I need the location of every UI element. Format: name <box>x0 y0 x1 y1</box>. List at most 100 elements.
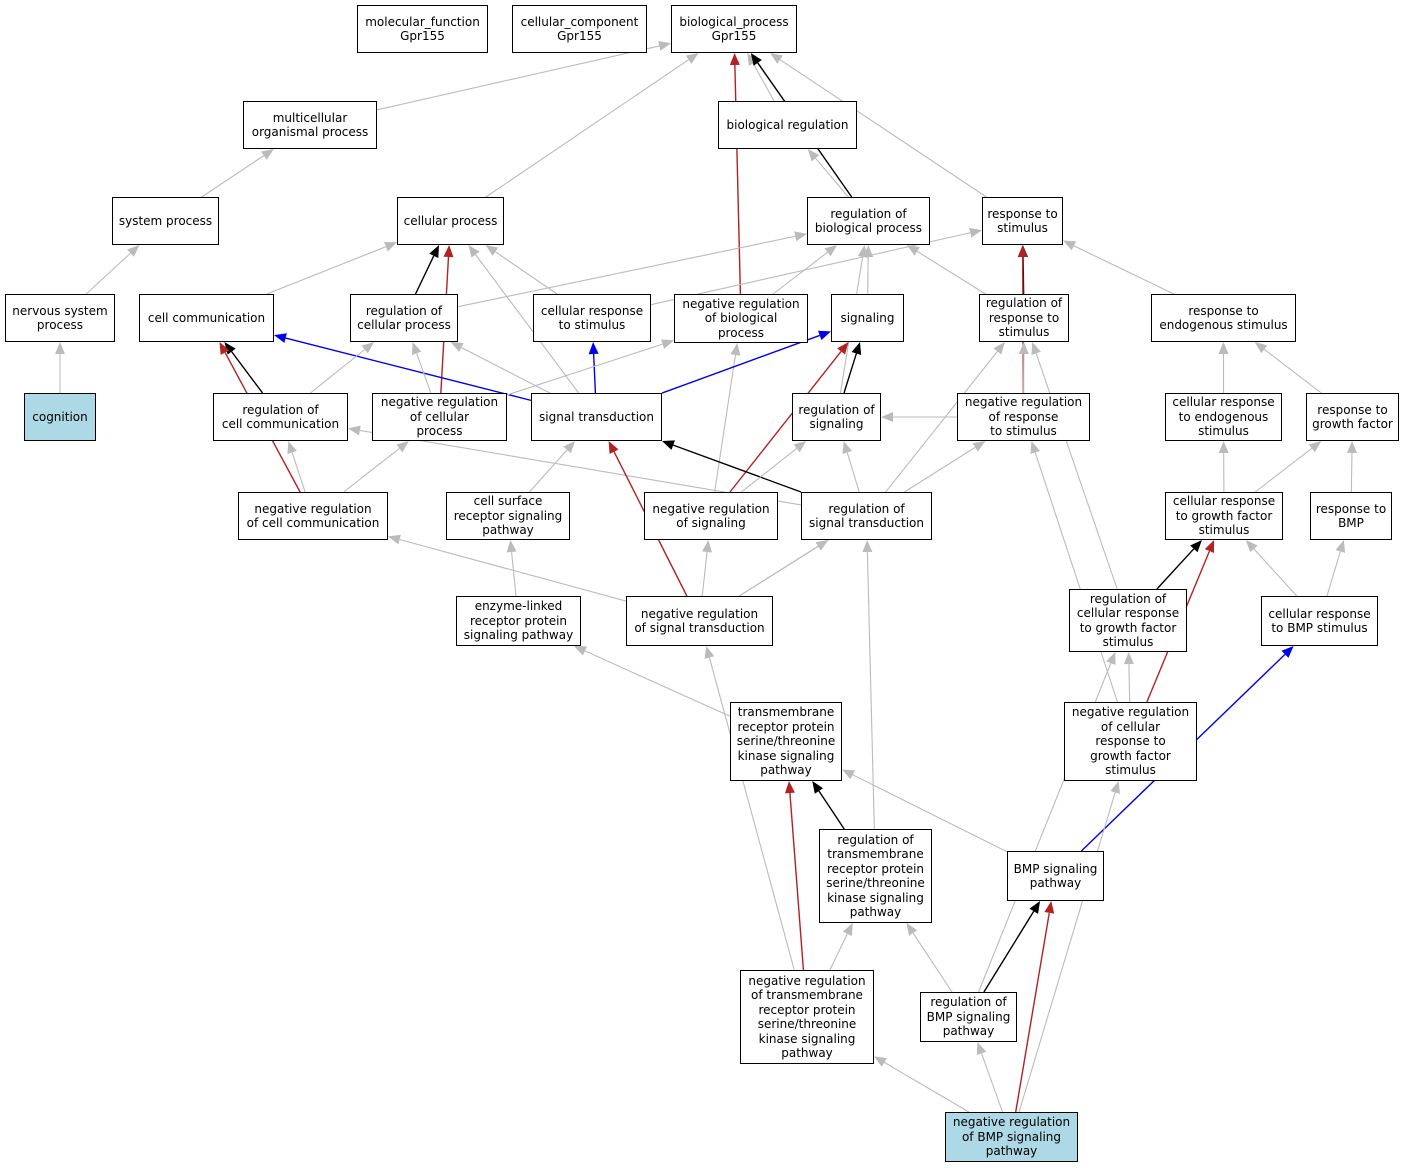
edge-line <box>661 334 820 394</box>
edge-line <box>1254 447 1313 493</box>
node-regulation-of-cellular-response-to-growth-factor-stimulus[interactable]: regulation of cellular response to growt… <box>1069 589 1187 652</box>
node-regulation-of-cellular-process[interactable]: regulation of cellular process <box>350 294 458 342</box>
edge-arrowhead <box>429 245 439 258</box>
node-negative-regulation-of-signaling[interactable]: negative regulation of signaling <box>644 492 778 540</box>
edge-line <box>285 337 532 402</box>
edge-arrowhead <box>770 53 783 64</box>
edge-arrowhead <box>573 646 587 656</box>
edge-line <box>729 350 842 493</box>
node-response-to-growth-factor[interactable]: response to growth factor <box>1306 393 1399 441</box>
edge-arrowhead <box>127 245 140 257</box>
node-cell-surface-receptor-signaling-pathway[interactable]: cell surface receptor signaling pathway <box>446 492 570 540</box>
edge-arrowhead <box>704 646 715 659</box>
edge-arrowhead <box>608 441 619 454</box>
edge-arrowhead <box>702 540 713 553</box>
edge-line <box>1253 548 1298 597</box>
edge-line <box>584 650 731 717</box>
edge-arrowhead <box>348 425 361 436</box>
edge-line <box>714 354 737 493</box>
edge-arrowhead <box>485 245 499 256</box>
node-cellular-response-to-growth-factor-stimulus[interactable]: cellular response to growth factor stimu… <box>1165 492 1283 540</box>
node-bmp-signaling-pathway[interactable]: BMP signaling pathway <box>1007 851 1104 901</box>
edge-arrowhead <box>1254 342 1268 354</box>
node-regulation-of-transmembrane-receptor-protein-serine-threonine-kinase-signaling-pathway[interactable]: regulation of transmembrane receptor pro… <box>819 829 932 923</box>
node-negative-regulation-of-cell-communication[interactable]: negative regulation of cell communicatio… <box>238 492 388 540</box>
node-response-to-endogenous-stimulus[interactable]: response to endogenous stimulus <box>1151 294 1296 342</box>
edge-line <box>852 774 1008 853</box>
node-cellular-response-to-stimulus[interactable]: cellular response to stimulus <box>533 294 651 342</box>
edge-arrowhead <box>411 342 422 355</box>
edge-arrowhead <box>1030 441 1040 454</box>
edge-arrowhead <box>972 441 986 452</box>
edge-arrowhead <box>862 540 873 553</box>
node-response-to-bmp[interactable]: response to BMP <box>1310 492 1392 540</box>
node-negative-regulation-of-signal-transduction[interactable]: negative regulation of signal transducti… <box>626 596 773 646</box>
node-cognition[interactable]: cognition <box>24 393 96 441</box>
node-regulation-of-bmp-signaling-pathway[interactable]: regulation of BMP signaling pathway <box>920 992 1017 1042</box>
edge-arrowhead <box>842 769 855 780</box>
edge-arrowhead <box>1110 781 1120 794</box>
node-cellular-response-to-bmp-stimulus[interactable]: cellular response to BMP stimulus <box>1261 596 1378 646</box>
edge-line <box>983 910 1035 993</box>
edge-arrowhead <box>1204 540 1215 553</box>
node-multicellular-organismal-process[interactable]: multicellular organismal process <box>243 101 377 149</box>
edge-line <box>201 155 265 198</box>
edge-line <box>1156 548 1195 590</box>
edge-arrowhead <box>837 342 849 355</box>
node-signaling[interactable]: signaling <box>831 294 904 342</box>
node-negative-regulation-of-cellular-response-to-growth-factor-stimulus[interactable]: negative regulation of cellular response… <box>1064 702 1197 781</box>
node-cellular-process[interactable]: cellular process <box>397 197 504 245</box>
node-biological-process[interactable]: biological_process Gpr155 <box>671 5 797 53</box>
node-regulation-of-cell-communication[interactable]: regulation of cell communication <box>213 393 348 441</box>
node-negative-regulation-of-cellular-process[interactable]: negative regulation of cellular process <box>372 393 507 441</box>
edge-arrowhead <box>396 441 409 453</box>
edge-arrowhead <box>993 342 1005 355</box>
node-negative-regulation-of-transmembrane-receptor-protein-serine-threonine-kinase-signaling-pathway[interactable]: negative regulation of transmembrane rec… <box>740 970 874 1064</box>
edge-line <box>506 343 663 396</box>
node-regulation-of-biological-process[interactable]: regulation of biological process <box>807 197 930 245</box>
node-cellular-component[interactable]: cellular_component Gpr155 <box>512 5 647 53</box>
edge-arrowhead <box>784 781 795 794</box>
edge-line <box>846 452 860 493</box>
edge-line <box>416 353 432 394</box>
node-regulation-of-signal-transduction[interactable]: regulation of signal transduction <box>801 492 932 540</box>
edge-line <box>592 353 597 394</box>
node-system-process[interactable]: system process <box>112 197 219 245</box>
node-signal-transduction[interactable]: signal transduction <box>531 393 662 441</box>
edge-line <box>399 538 627 602</box>
edge-line <box>529 449 568 493</box>
edge-line <box>866 551 875 830</box>
node-transmembrane-receptor-protein-serine-threonine-kinase-signaling-pathway[interactable]: transmembrane receptor protein serine/th… <box>730 702 842 781</box>
edge-arrowhead <box>818 330 831 341</box>
node-negative-regulation-of-biological-process[interactable]: negative regulation of biological proces… <box>674 294 808 343</box>
edge-arrowhead <box>661 440 675 450</box>
edge-line <box>779 59 987 198</box>
node-cellular-response-to-endogenous-stimulus[interactable]: cellular response to endogenous stimulus <box>1165 393 1282 441</box>
node-enzyme-linked-receptor-protein-signaling-pathway[interactable]: enzyme-linked receptor protein signaling… <box>456 596 581 646</box>
edge-arrowhead <box>851 342 862 355</box>
edge-arrowhead <box>1218 342 1229 354</box>
node-negative-regulation-of-response-to-stimulus[interactable]: negative regulation of response to stimu… <box>957 393 1090 441</box>
node-nervous-system-process[interactable]: nervous system process <box>5 294 115 342</box>
edge-arrowhead <box>55 342 65 354</box>
edge-line <box>485 59 689 198</box>
edge-line <box>738 545 819 597</box>
node-response-to-stimulus[interactable]: response to stimulus <box>982 197 1063 245</box>
edge-arrowhead <box>450 342 464 352</box>
node-negative-regulation-of-bmp-signaling-pathway[interactable]: negative regulation of BMP signaling pat… <box>945 1112 1078 1162</box>
edge-arrowhead <box>661 339 674 349</box>
node-biological-regulation[interactable]: biological regulation <box>718 101 857 149</box>
node-molecular-function[interactable]: molecular_function Gpr155 <box>357 5 488 53</box>
edge-arrowhead <box>1063 240 1076 251</box>
edge-arrowhead <box>1245 540 1258 553</box>
node-cell-communication[interactable]: cell communication <box>139 294 274 342</box>
node-regulation-of-response-to-stimulus[interactable]: regulation of response to stimulus <box>979 294 1069 342</box>
edge-arrowhead <box>219 342 230 355</box>
edge-line <box>475 254 580 394</box>
node-regulation-of-signaling[interactable]: regulation of signaling <box>792 393 881 441</box>
edge-arrowhead <box>361 342 375 354</box>
edge-line <box>734 64 742 295</box>
edge-line <box>511 551 517 597</box>
edge-arrowhead <box>261 149 274 160</box>
edge-line <box>310 349 366 394</box>
